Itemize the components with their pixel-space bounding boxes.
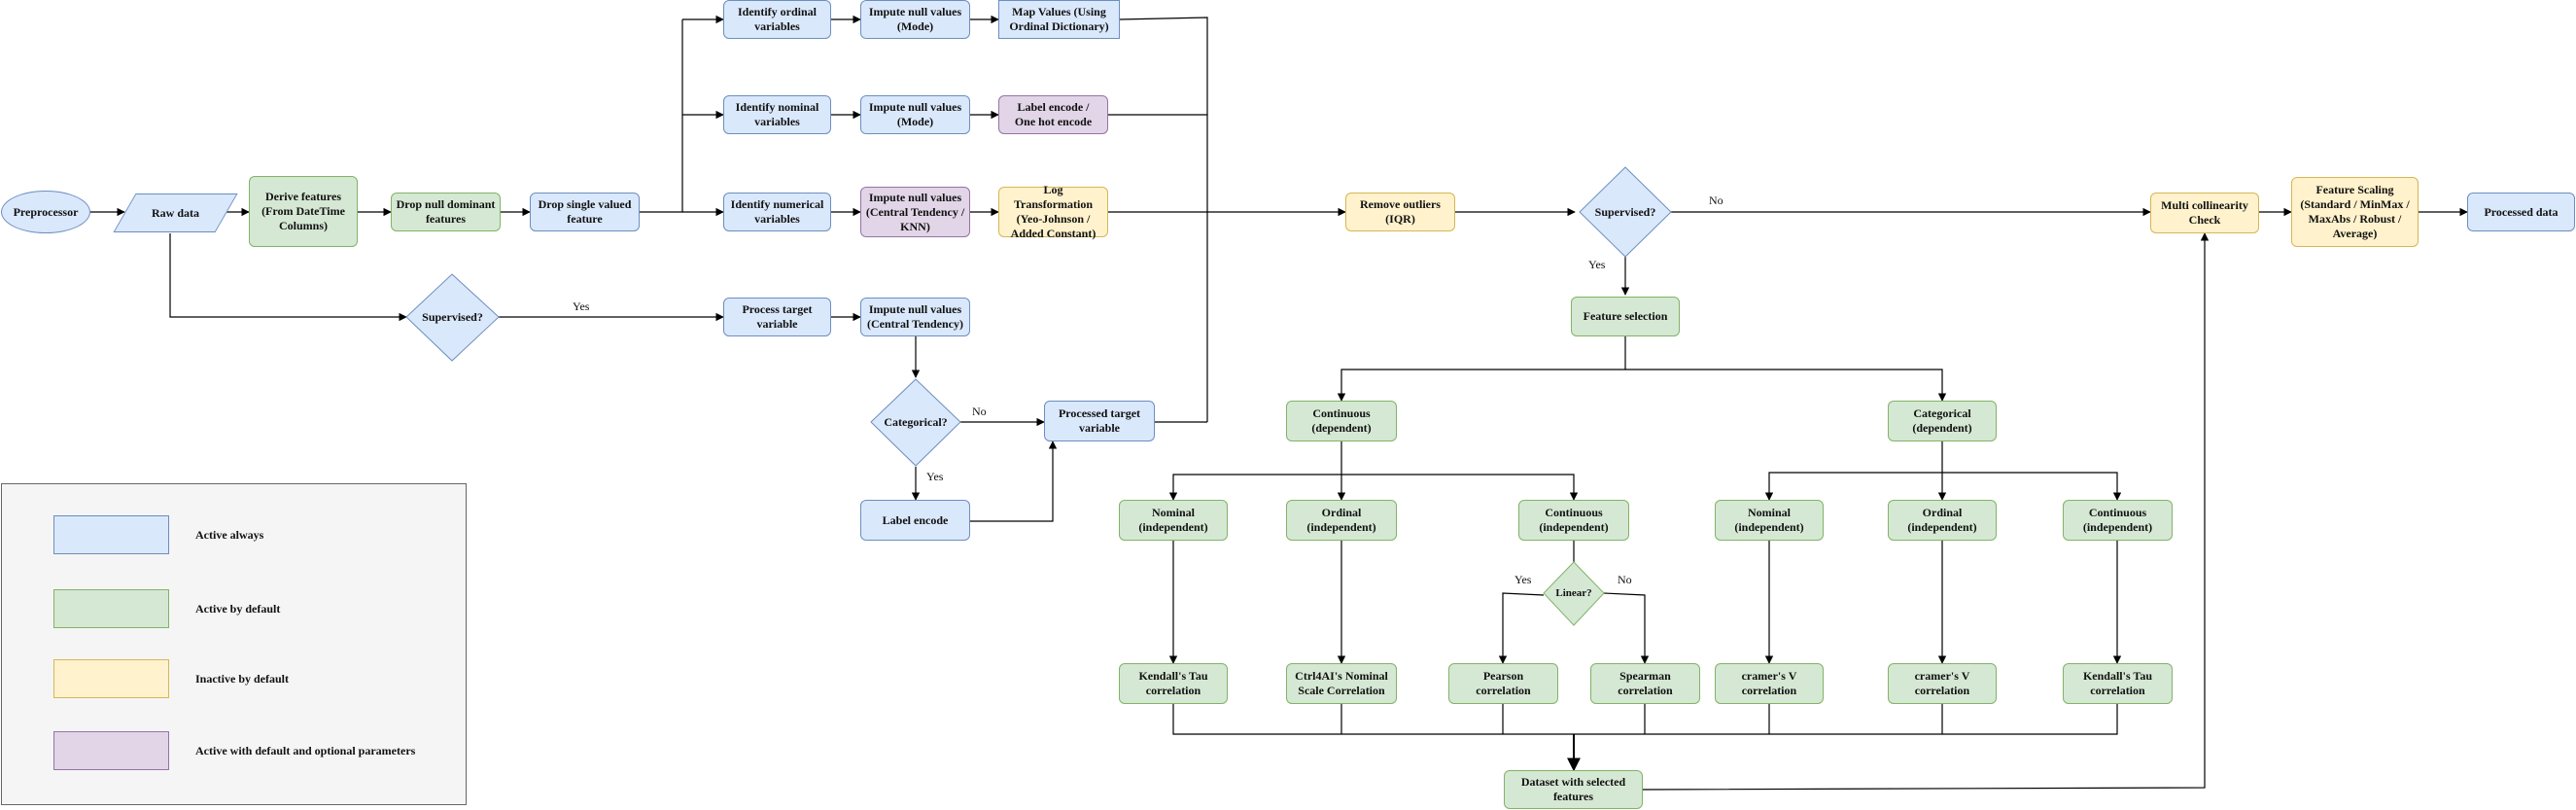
- kendall-tau-1-node: Kendall's Tau correlation: [1119, 663, 1228, 704]
- impute-mode-nominal-node: Impute null values (Mode): [860, 95, 970, 134]
- categorical-label: Categorical?: [884, 414, 948, 429]
- kendall-tau-2-node: Kendall's Tau correlation: [2063, 663, 2173, 704]
- legend-label: Active with default and optional paramet…: [195, 744, 416, 757]
- cramer-v-2-node: cramer's V correlation: [1888, 663, 1997, 704]
- continuous-independent-2-node: Continuous (independent): [2063, 500, 2173, 541]
- impute-central-target-node: Impute null values (Central Tendency): [860, 298, 970, 336]
- legend-swatch-purple: [53, 731, 169, 770]
- process-target-node: Process target variable: [723, 298, 831, 336]
- label-encode-node: Label encode: [860, 500, 970, 541]
- identify-numerical-node: Identify numerical variables: [723, 193, 831, 231]
- legend-swatch-yellow: [53, 659, 169, 698]
- drop-null-dominant-node: Drop null dominant features: [391, 193, 501, 231]
- edge-label-no: No: [1709, 194, 1723, 207]
- identify-nominal-node: Identify nominal variables: [723, 95, 831, 134]
- remove-outliers-node: Remove outliers (IQR): [1345, 193, 1455, 231]
- drop-single-valued-node: Drop single valued feature: [530, 193, 640, 231]
- nominal-independent-2-node: Nominal (independent): [1715, 500, 1824, 541]
- legend-label: Active by default: [195, 602, 281, 616]
- continuous-dependent-node: Continuous (dependent): [1286, 401, 1397, 441]
- map-values-node: Map Values (Using Ordinal Dictionary): [998, 0, 1120, 39]
- legend-panel: Active always Active by default Inactive…: [1, 483, 467, 805]
- feature-scaling-node: Feature Scaling (Standard / MinMax / Max…: [2291, 177, 2419, 247]
- cramer-v-1-node: cramer's V correlation: [1715, 663, 1824, 704]
- supervised-left-label: Supervised?: [422, 309, 483, 324]
- processed-data-node: Processed data: [2467, 193, 2575, 231]
- edge-label-no: No: [1618, 573, 1632, 586]
- spearman-node: Spearman correlation: [1590, 663, 1700, 704]
- edge-label-yes: Yes: [926, 470, 944, 483]
- continuous-independent-1-node: Continuous (independent): [1518, 500, 1629, 541]
- edge-label-yes: Yes: [573, 299, 590, 313]
- pearson-node: Pearson correlation: [1448, 663, 1558, 704]
- legend-label: Inactive by default: [195, 672, 289, 686]
- impute-mode-ordinal-node: Impute null values (Mode): [860, 0, 970, 39]
- derive-features-node: Derive features (From DateTime Columns): [249, 176, 358, 247]
- ctrl4ai-nominal-node: Ctrl4AI's Nominal Scale Correlation: [1286, 663, 1397, 704]
- dataset-selected-node: Dataset with selected features: [1504, 770, 1643, 809]
- edge-label-no: No: [972, 405, 987, 418]
- multi-collinearity-node: Multi collinearity Check: [2150, 193, 2259, 233]
- nominal-independent-1-node: Nominal (independent): [1119, 500, 1228, 541]
- linear-diamond: [1543, 561, 1605, 626]
- feature-selection-node: Feature selection: [1571, 297, 1680, 336]
- edge-label-yes: Yes: [1588, 258, 1606, 271]
- identify-ordinal-node: Identify ordinal variables: [723, 0, 831, 39]
- legend-label: Active always: [195, 528, 264, 542]
- supervised-left-diamond: [405, 273, 500, 362]
- linear-label: Linear?: [1555, 587, 1592, 600]
- label-onehot-node: Label encode / One hot encode: [998, 95, 1108, 134]
- processed-target-node: Processed target variable: [1044, 401, 1155, 441]
- supervised-right-diamond: [1579, 166, 1672, 258]
- preprocessor-node: Preprocessor: [1, 191, 90, 233]
- impute-central-knn-node: Impute null values (Central Tendency / K…: [860, 187, 970, 237]
- log-transform-node: Log Transformation (Yeo-Johnson / Added …: [998, 183, 1108, 240]
- ordinal-independent-1-node: Ordinal (independent): [1286, 500, 1397, 541]
- ordinal-independent-2-node: Ordinal (independent): [1888, 500, 1997, 541]
- categorical-dependent-node: Categorical (dependent): [1888, 401, 1997, 441]
- legend-swatch-blue: [53, 515, 169, 554]
- edge-label-yes: Yes: [1514, 573, 1532, 586]
- supervised-right-label: Supervised?: [1594, 204, 1656, 219]
- raw-data-node: Raw data: [124, 194, 226, 232]
- categorical-diamond: [870, 378, 961, 467]
- legend-swatch-green: [53, 589, 169, 628]
- edge-dropsingle-split: [640, 19, 683, 213]
